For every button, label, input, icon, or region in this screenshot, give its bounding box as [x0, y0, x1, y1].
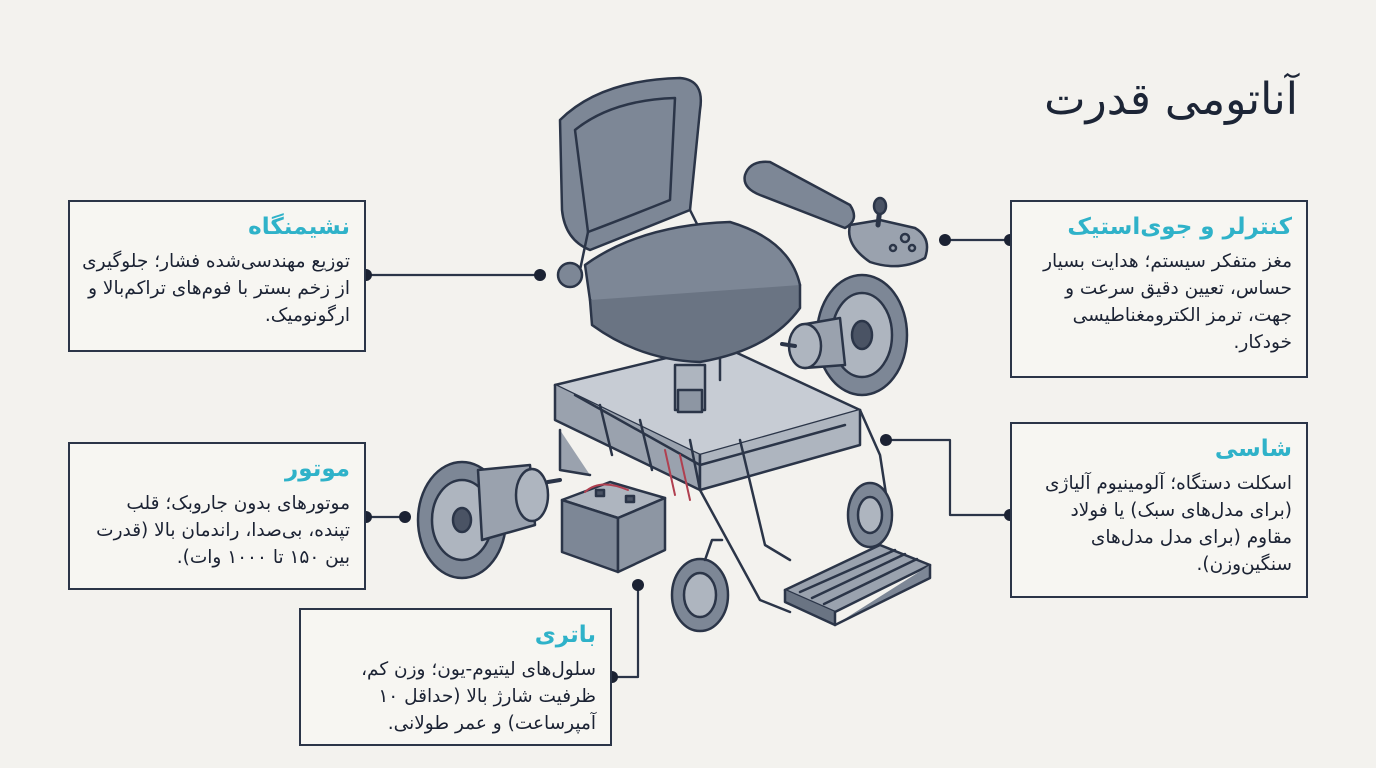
battery: [560, 480, 667, 574]
callout-seat: نشیمنگاه توزیع مهندسی‌شده فشار؛ جلوگیری …: [68, 200, 366, 352]
callout-chassis-heading: شاسی: [1214, 436, 1292, 462]
callout-battery-heading: باتری: [534, 622, 596, 648]
callout-controller-heading: کنترلر و جوی‌استیک: [1067, 214, 1292, 240]
callout-seat-body: توزیع مهندسی‌شده فشار؛ جلوگیری از زخم بس…: [82, 251, 350, 326]
callout-battery: باتری سلول‌های لیتیوم-یون؛ وزن کم، ظرفیت…: [299, 608, 612, 746]
left-wheel-motor: [416, 460, 562, 580]
callout-motor-body: موتورهای بدون جاروبک؛ قلب تپنده، بی‌صدا،…: [96, 493, 350, 568]
callout-motor-heading: موتور: [285, 456, 350, 482]
page-title: آناتومی قدرت: [1044, 74, 1298, 125]
footrest: [783, 543, 932, 627]
armrest-controller: [743, 160, 929, 268]
seat-back: [558, 76, 703, 272]
callout-chassis: شاسی اسکلت دستگاه؛ آلومینیوم آلیاژی (برا…: [1010, 422, 1308, 598]
right-wheel-motor: [780, 273, 909, 397]
front-casters: [670, 481, 894, 633]
callout-battery-body: سلول‌های لیتیوم-یون؛ وزن کم، ظرفیت شارژ …: [361, 659, 596, 734]
callout-chassis-body: اسکلت دستگاه؛ آلومینیوم آلیاژی (برای مدل…: [1045, 473, 1292, 575]
leader-lines: [364, 238, 1012, 679]
callout-seat-heading: نشیمنگاه: [248, 214, 350, 240]
callout-controller-body: مغز متفکر سیستم؛ هدایت بسیار حساس، تعیین…: [1043, 251, 1292, 353]
callout-controller: کنترلر و جوی‌استیک مغز متفکر سیستم؛ هدای…: [1010, 200, 1308, 378]
callout-motor: موتور موتورهای بدون جاروبک؛ قلب تپنده، ب…: [68, 442, 366, 590]
seat-cushion: [556, 220, 802, 364]
